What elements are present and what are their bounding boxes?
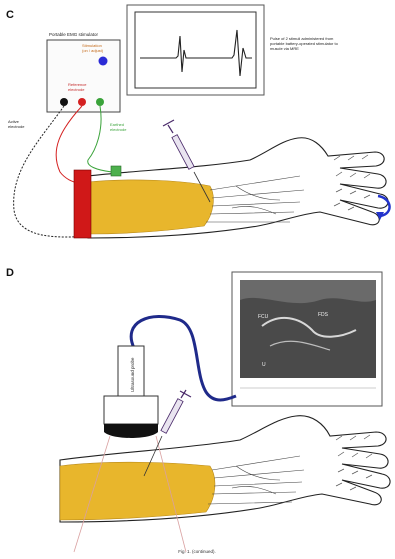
trace-caption-line3: muscle via MRE bbox=[270, 46, 299, 51]
emg-trace-monitor: Pulse of 2 stimuli administered from por… bbox=[127, 5, 339, 95]
red-terminal-icon bbox=[78, 98, 86, 106]
green-terminal-icon bbox=[96, 98, 104, 106]
panel-c-letter: C bbox=[6, 9, 14, 21]
reference-label-sub: electrode bbox=[68, 87, 85, 92]
ultrasound-monitor: FCU FDS U bbox=[232, 272, 382, 406]
arm-illustration-d bbox=[60, 416, 390, 552]
green-lead-wire bbox=[88, 106, 112, 172]
forearm-muscle-c bbox=[88, 180, 213, 234]
syringe-barrel-c bbox=[172, 135, 194, 170]
probe-footprint bbox=[104, 424, 158, 438]
earthed-electrode-green bbox=[111, 166, 121, 176]
active-electrode-red bbox=[74, 170, 91, 238]
probe-label: Ultrasound probe bbox=[130, 357, 135, 392]
stimulator-title: Portable EMG stimulator bbox=[49, 32, 99, 37]
forearm-muscle-d bbox=[60, 462, 215, 520]
us-label-fcu: FCU bbox=[258, 314, 269, 320]
emg-stimulator: Portable EMG stimulator Stimulation (on … bbox=[47, 32, 120, 112]
panel-d-letter: D bbox=[6, 267, 14, 279]
earthed-electrode-label-sub: electrode bbox=[110, 127, 127, 132]
ultrasound-texture bbox=[240, 298, 376, 378]
figure-caption: Fig. 1. (continued). bbox=[178, 549, 216, 554]
syringe-plunger-c bbox=[168, 125, 173, 133]
us-label-fds: FDS bbox=[318, 312, 329, 318]
active-electrode-label-sub: electrode bbox=[8, 124, 25, 129]
probe-cable bbox=[131, 316, 236, 400]
arm-illustration-c bbox=[74, 138, 390, 238]
probe-body bbox=[104, 396, 158, 424]
stimulation-dial-icon bbox=[99, 57, 108, 66]
black-terminal-icon bbox=[60, 98, 68, 106]
syringe-barrel-d bbox=[161, 399, 183, 434]
stimulation-label-sub: (on / adjust) bbox=[82, 48, 104, 53]
us-label-u: U bbox=[262, 362, 266, 368]
ultrasound-probe: Ultrasound probe bbox=[104, 346, 158, 438]
